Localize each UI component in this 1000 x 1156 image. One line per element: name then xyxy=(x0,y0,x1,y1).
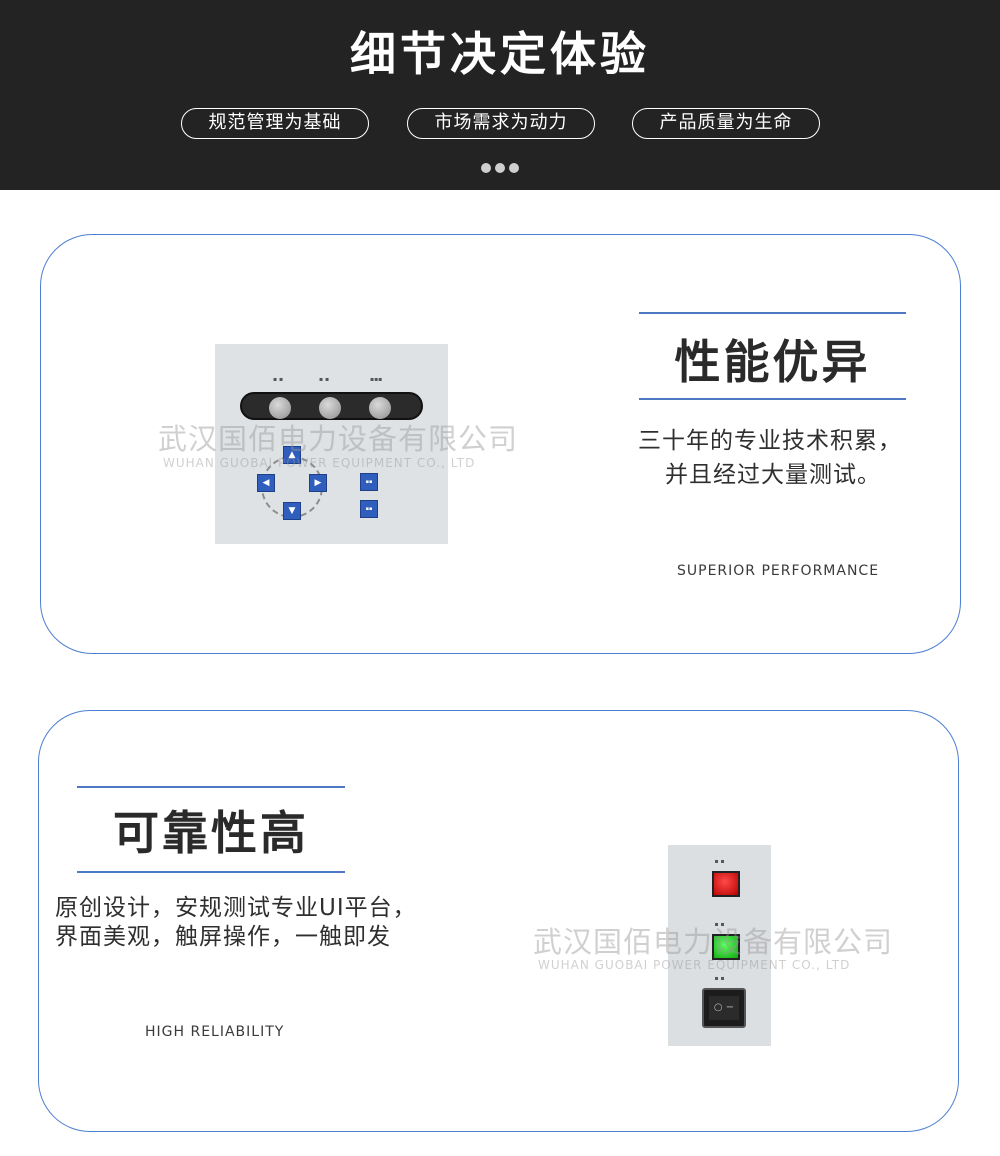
card2-description-line-1: 原创设计，安规测试专业UI平台， xyxy=(55,895,417,921)
down-arrow-icon: ▼ xyxy=(283,502,301,520)
card1-english-subtitle: SUPERIOR PERFORMANCE xyxy=(677,563,880,579)
up-arrow-icon: ▲ xyxy=(283,446,301,464)
confirm-key-icon: ▪▪ xyxy=(360,473,378,491)
panel-label-mark: ▪▪▪ xyxy=(370,376,383,383)
watermark-cn: 武汉国佰电力设备有限公司 xyxy=(533,925,894,959)
card2-description-line-2: 界面美观，触屏操作，一触即发 xyxy=(55,924,391,950)
panel-label-mark: ▪ ▪ xyxy=(273,376,284,383)
dots-ornament xyxy=(0,158,1000,177)
card2-english-subtitle: HIGH RELIABILITY xyxy=(145,1024,285,1040)
title-rule-bottom xyxy=(639,398,906,400)
title-rule-bottom xyxy=(77,871,345,873)
card1-description-line-2: 并且经过大量测试。 xyxy=(665,462,881,488)
indicator-panel-photo: ▪ ▪ ▪ ▪ ▪ ▪ ○ − xyxy=(668,845,771,1046)
watermark-en: WUHAN GUOBAI POWER EQUIPMENT CO., LTD xyxy=(538,958,851,972)
panel-label-mark: ▪ ▪ xyxy=(714,858,725,865)
watermark-en: WUHAN GUOBAI POWER EQUIPMENT CO., LTD xyxy=(163,456,476,470)
control-panel-photo: ▪ ▪ ▪ ▪ ▪▪▪ ▲ ▼ ◀ ▶ ▪▪ ▪▪ xyxy=(215,344,448,544)
slogan-pill-2: 市场需求为动力 xyxy=(407,108,595,139)
panel-label-mark: ▪ ▪ xyxy=(714,921,725,928)
knob-icon xyxy=(269,397,291,419)
dot-icon xyxy=(481,163,491,173)
rocker-face: ○ − xyxy=(709,996,739,1020)
rocker-switch-icon: ○ − xyxy=(702,988,746,1028)
slogan-pill-1: 规范管理为基础 xyxy=(181,108,369,139)
panel-label-mark: ▪ ▪ xyxy=(714,975,725,982)
back-key-icon: ▪▪ xyxy=(360,500,378,518)
feature-card-performance xyxy=(40,234,961,654)
knob-bar xyxy=(240,392,423,420)
card1-description-line-1: 三十年的专业技术积累， xyxy=(638,428,902,454)
slogan-pill-3: 产品质量为生命 xyxy=(632,108,820,139)
page-title: 细节决定体验 xyxy=(350,27,650,81)
card2-title: 可靠性高 xyxy=(113,806,309,860)
red-indicator-icon xyxy=(712,871,740,897)
panel-label-mark: ▪ ▪ xyxy=(319,376,330,383)
green-indicator-icon xyxy=(712,934,740,960)
left-arrow-icon: ◀ xyxy=(257,474,275,492)
header-banner: 细节决定体验 规范管理为基础 市场需求为动力 产品质量为生命 xyxy=(0,0,1000,190)
dot-icon xyxy=(509,163,519,173)
feature-card-reliability xyxy=(38,710,959,1132)
title-rule-top xyxy=(77,786,345,788)
knob-icon xyxy=(319,397,341,419)
watermark-cn: 武汉国佰电力设备有限公司 xyxy=(158,422,519,456)
knob-icon xyxy=(369,397,391,419)
title-rule-top xyxy=(639,312,906,314)
slogan-pills: 规范管理为基础 市场需求为动力 产品质量为生命 xyxy=(0,108,1000,140)
card1-title: 性能优异 xyxy=(674,335,871,389)
right-arrow-icon: ▶ xyxy=(309,474,327,492)
dot-icon xyxy=(495,163,505,173)
